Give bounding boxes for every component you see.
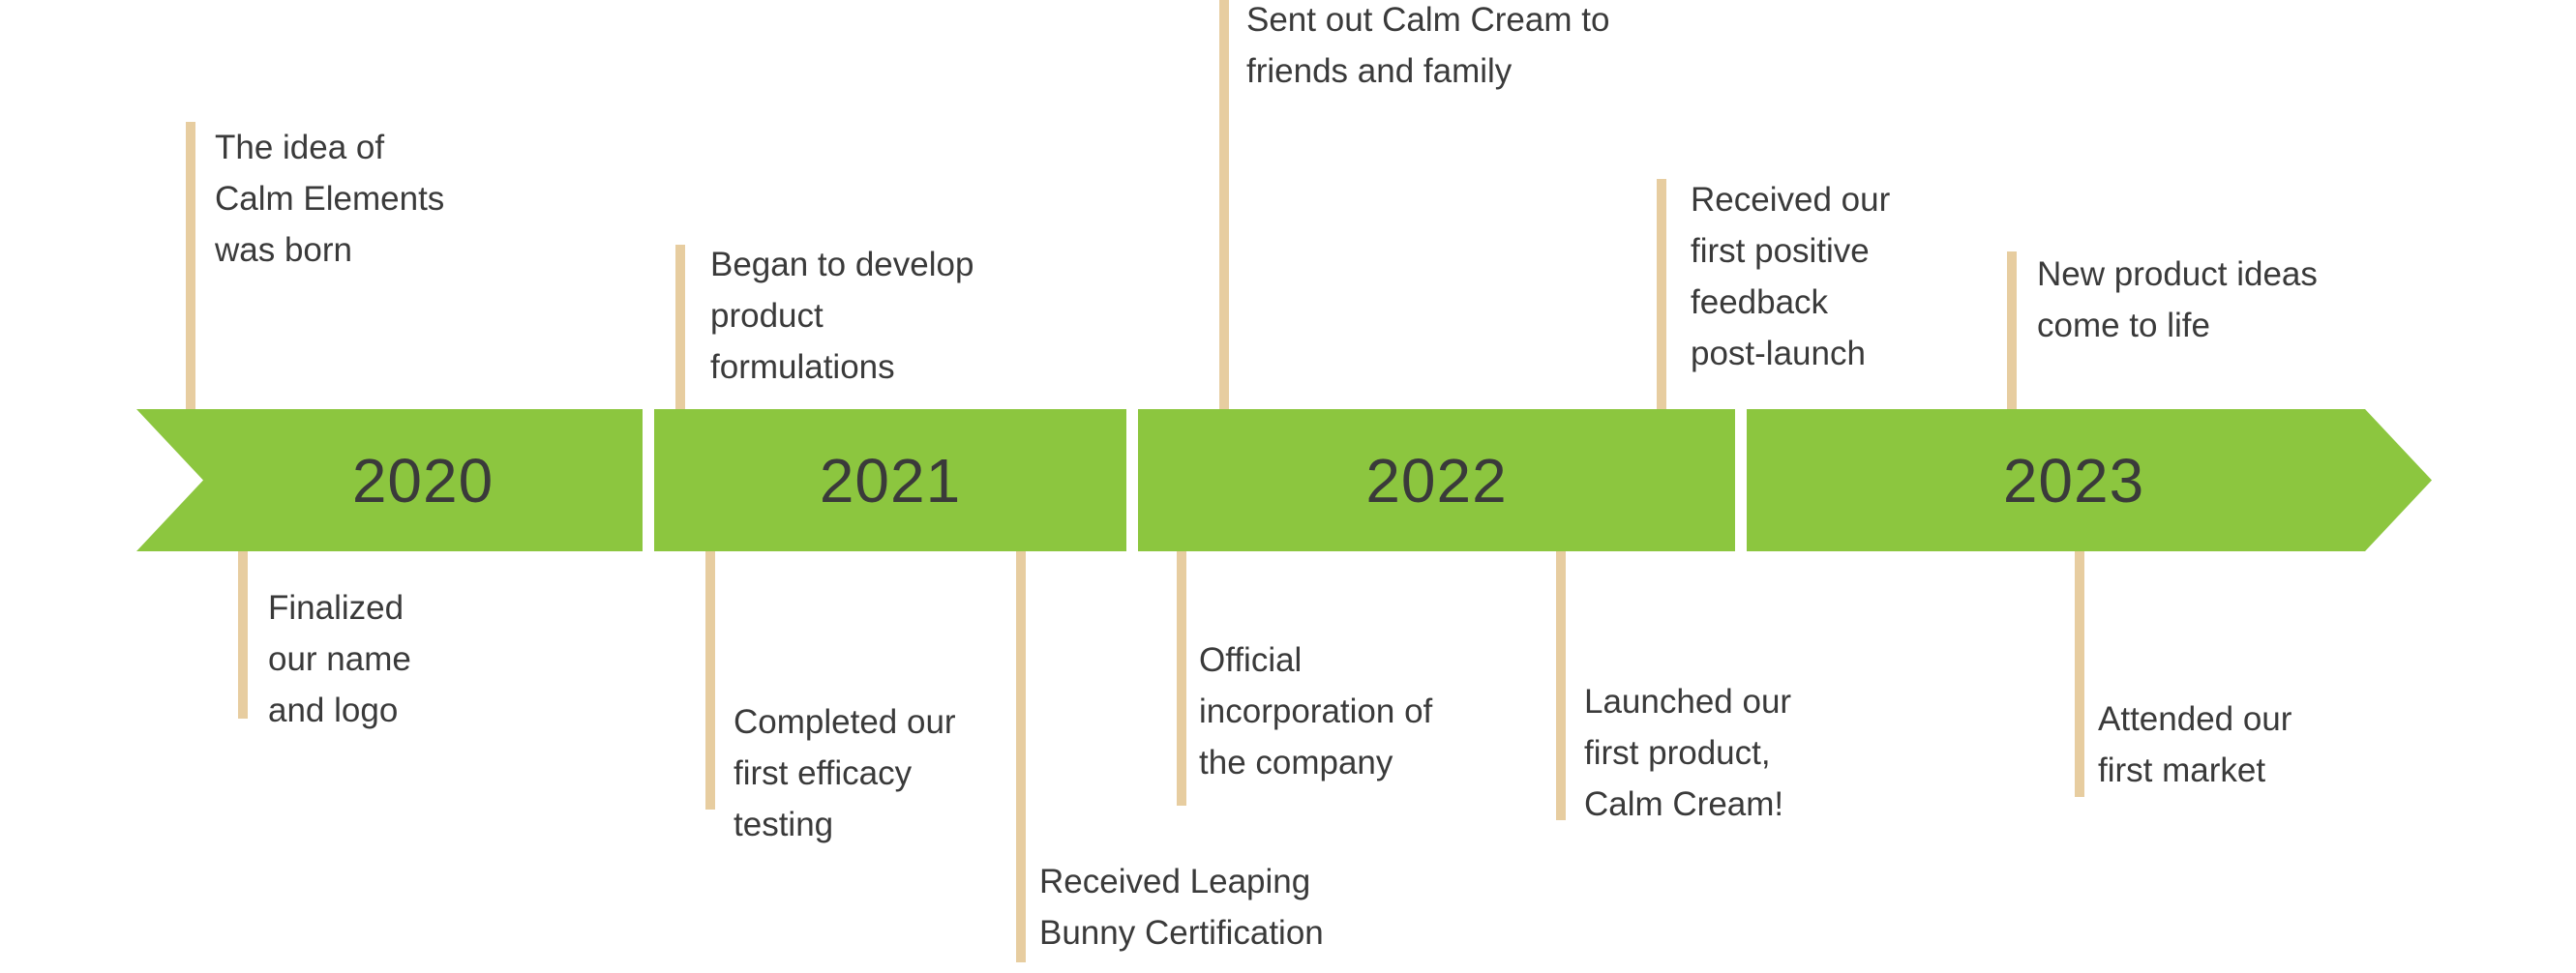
year-segment-2022: 2022 xyxy=(1138,409,1735,551)
tick-develop-formulations xyxy=(675,245,685,409)
tick-efficacy-testing xyxy=(705,551,715,810)
event-label-incorporation: Official incorporation of the company xyxy=(1199,641,1433,781)
tick-leaping-bunny xyxy=(1016,551,1026,962)
event-label-positive-feedback: Received our first positive feedback pos… xyxy=(1691,181,1891,372)
year-label-2020: 2020 xyxy=(351,445,494,516)
tick-incorporation xyxy=(1177,551,1186,806)
year-label-2022: 2022 xyxy=(1365,445,1508,516)
tick-finalized-name-logo xyxy=(238,551,248,719)
tick-idea-born xyxy=(186,122,195,409)
event-label-develop-formulations: Began to develop product formulations xyxy=(710,246,974,386)
year-segment-2020: 2020 xyxy=(136,409,643,551)
event-label-leaping-bunny: Received Leaping Bunny Certification xyxy=(1039,863,1324,952)
tick-attended-market xyxy=(2075,551,2084,797)
year-segment-2023-arrow: 2023 xyxy=(1747,409,2432,551)
event-label-attended-market: Attended our first market xyxy=(2098,700,2292,789)
year-label-2023: 2023 xyxy=(2002,445,2145,516)
tick-launched-product xyxy=(1556,551,1566,820)
event-label-new-product-ideas: New product ideas come to life xyxy=(2037,255,2318,344)
tick-new-product-ideas xyxy=(2007,251,2017,409)
event-label-idea-born: The idea of Calm Elements was born xyxy=(215,129,445,269)
year-label-2021: 2021 xyxy=(819,445,962,516)
event-label-launched-product: Launched our first product, Calm Cream! xyxy=(1584,683,1792,823)
event-label-finalized-name-logo: Finalized our name and logo xyxy=(268,589,411,729)
event-label-efficacy-testing: Completed our first efficacy testing xyxy=(734,703,956,843)
tick-positive-feedback xyxy=(1657,179,1666,409)
tick-sent-calm-cream xyxy=(1219,0,1229,409)
year-segment-2021: 2021 xyxy=(654,409,1126,551)
event-label-sent-calm-cream: Sent out Calm Cream to friends and famil… xyxy=(1246,1,1610,90)
